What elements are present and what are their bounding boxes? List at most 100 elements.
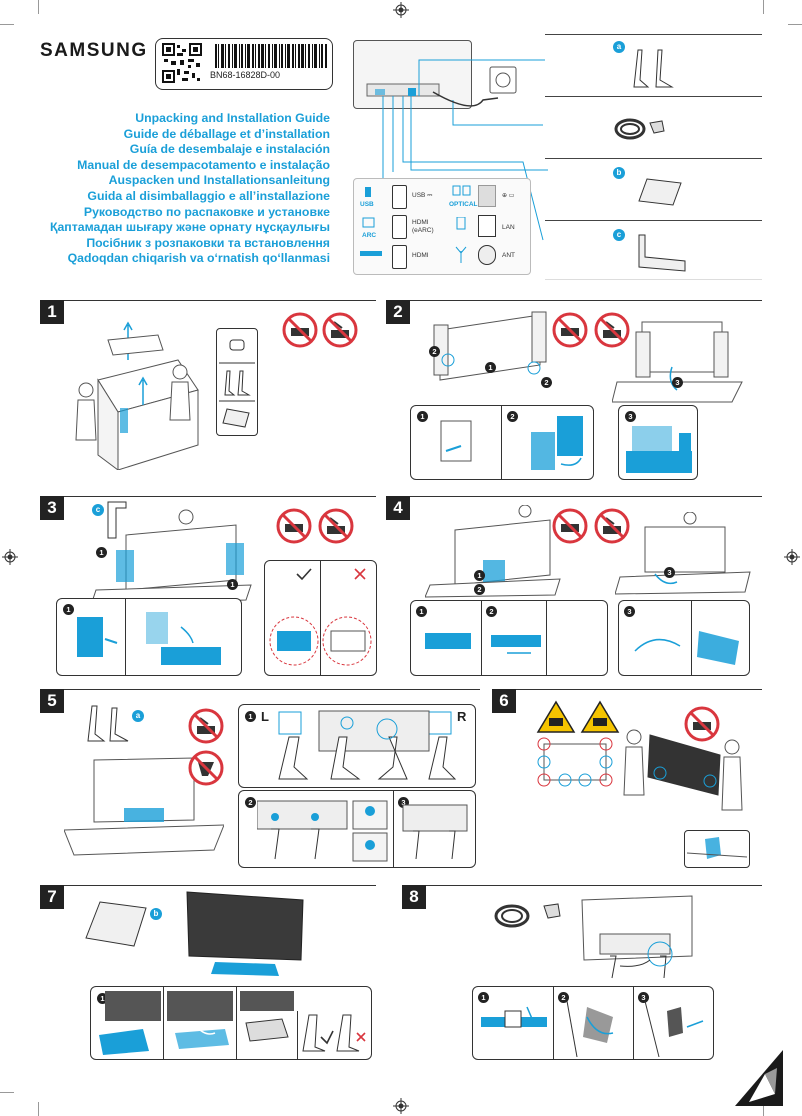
no-lay-flat-icon <box>276 508 312 544</box>
panel-divider <box>553 987 554 1059</box>
optical-port-icon <box>478 185 496 207</box>
side-left-label: L <box>261 709 269 724</box>
step-number: 7 <box>40 885 64 909</box>
step2-tv-in-packaging <box>433 311 547 381</box>
step2-detail-2 <box>531 416 583 470</box>
step-divider <box>410 300 762 301</box>
accessory-letter: c <box>92 504 104 516</box>
step4-tv-lift-illustration <box>425 505 561 598</box>
antenna-icon <box>455 246 467 263</box>
sub-step-number: 1 <box>416 606 427 617</box>
sub-step-number: 2 <box>541 377 552 388</box>
accessory-row-b: b <box>545 158 762 221</box>
step-divider <box>64 885 376 886</box>
step5-leg-attach <box>278 710 457 780</box>
accessory-letter: a <box>132 710 144 722</box>
check-icon <box>320 1030 334 1045</box>
step1-accessory-icons <box>219 339 255 428</box>
panel-divider <box>691 601 692 675</box>
no-sharp-tool-icon <box>594 312 630 348</box>
sub-step-number: 2 <box>558 992 569 1003</box>
sub-step-number: 2 <box>486 606 497 617</box>
step8-tv-back <box>581 895 693 979</box>
step-number: 1 <box>40 300 64 324</box>
step-divider <box>64 496 376 497</box>
step-number: 2 <box>386 300 410 324</box>
ant-port-icon <box>478 245 496 265</box>
step-number: 5 <box>40 689 64 713</box>
no-stand-wrong-icon <box>188 750 224 786</box>
registration-mark-icon <box>2 549 18 565</box>
step8-detail-2 <box>566 1000 614 1057</box>
guide-title-es: Guía de desembalaje e instalación <box>129 142 330 157</box>
sub-step-number: 1 <box>474 570 485 581</box>
port-usb-label: USB <box>360 201 374 208</box>
tv-back-illustration <box>353 40 472 109</box>
guide-title-fr: Guide de déballage et d’installation <box>123 126 330 141</box>
sub-step-number: 1 <box>96 547 107 558</box>
no-sharp-tool-icon <box>594 508 630 544</box>
sub-step-number: 2 <box>429 346 440 357</box>
step1-unbox-illustration <box>75 321 199 470</box>
no-lay-flat-icon <box>684 706 720 742</box>
step3-detail-panel: 1 <box>56 598 242 676</box>
step4-detail-panel-3: 3 <box>618 600 750 676</box>
side-right-label: R <box>457 709 467 724</box>
panel-divider <box>125 599 126 675</box>
step4-detail-1 <box>425 633 471 649</box>
crop-mark <box>763 0 764 14</box>
sub-step-number: 1 <box>245 711 256 722</box>
sub-step-number: 1 <box>478 992 489 1003</box>
accessory-letter: c <box>613 229 625 241</box>
no-sharp-tool-icon <box>318 508 354 544</box>
guide-title-de: Auspacken und Installationsanleitung <box>108 173 330 188</box>
step3-compare-illustration <box>269 616 372 666</box>
connection-lines <box>366 59 548 241</box>
stand-legs-icon <box>633 49 674 88</box>
step7-tv-front <box>186 891 304 976</box>
accessory-letter: b <box>613 167 625 179</box>
step4-detail-3b <box>697 631 739 665</box>
power-cable-icon <box>494 903 561 928</box>
accessory-row-cable <box>545 96 762 159</box>
crop-mark <box>763 1102 764 1116</box>
accessory-row-a: a <box>545 34 762 97</box>
crop-mark <box>788 24 802 25</box>
guide-title-it: Guida al disimballaggio e all’installazi… <box>87 188 330 203</box>
label-box <box>155 38 333 90</box>
lan-plug-icon <box>456 217 466 230</box>
step2-detail-3 <box>626 426 692 473</box>
registration-mark-icon <box>784 549 800 565</box>
sub-step-number: 2 <box>474 584 485 595</box>
step-number: 3 <box>40 496 64 520</box>
no-sharp-tool-icon <box>188 708 224 744</box>
step3-correct-incorrect-panel <box>264 560 377 676</box>
step5-detail-panel-1: 1 L R <box>238 704 476 788</box>
step6-hand-detail <box>686 837 748 859</box>
usb-port-icon <box>392 185 407 209</box>
step4-detail-panel: 1 2 <box>410 600 608 676</box>
step4-detail-3a <box>634 638 681 652</box>
optical-icon <box>452 185 471 196</box>
sub-step-number: 1 <box>63 604 74 615</box>
hdmi-cable-icon <box>360 251 382 256</box>
stand-legs-icon <box>87 705 129 742</box>
step3-detail-1 <box>77 617 118 657</box>
panel-divider <box>633 987 634 1059</box>
sub-step-number: 1 <box>227 579 238 590</box>
warning-triangle-icon <box>580 700 620 733</box>
step5-legs-done <box>402 804 468 860</box>
power-cable-icon <box>614 118 665 140</box>
guide-titles: Unpacking and Installation Guide Guide d… <box>50 111 330 267</box>
brand-logo: SAMSUNG <box>40 40 148 61</box>
no-sharp-tool-icon <box>322 312 358 348</box>
step2-packaging-open <box>612 321 743 403</box>
cover-plate-icon <box>85 901 147 947</box>
step5-tv-face-down <box>64 757 224 856</box>
cross-icon <box>354 568 366 580</box>
hdmi-earc-port-icon <box>392 215 407 239</box>
step6-detail-panel <box>684 830 750 868</box>
sub-step-number: 3 <box>398 797 409 808</box>
port-ant-label: ANT <box>502 252 515 259</box>
port-optical-label: OPTICAL <box>449 201 478 208</box>
